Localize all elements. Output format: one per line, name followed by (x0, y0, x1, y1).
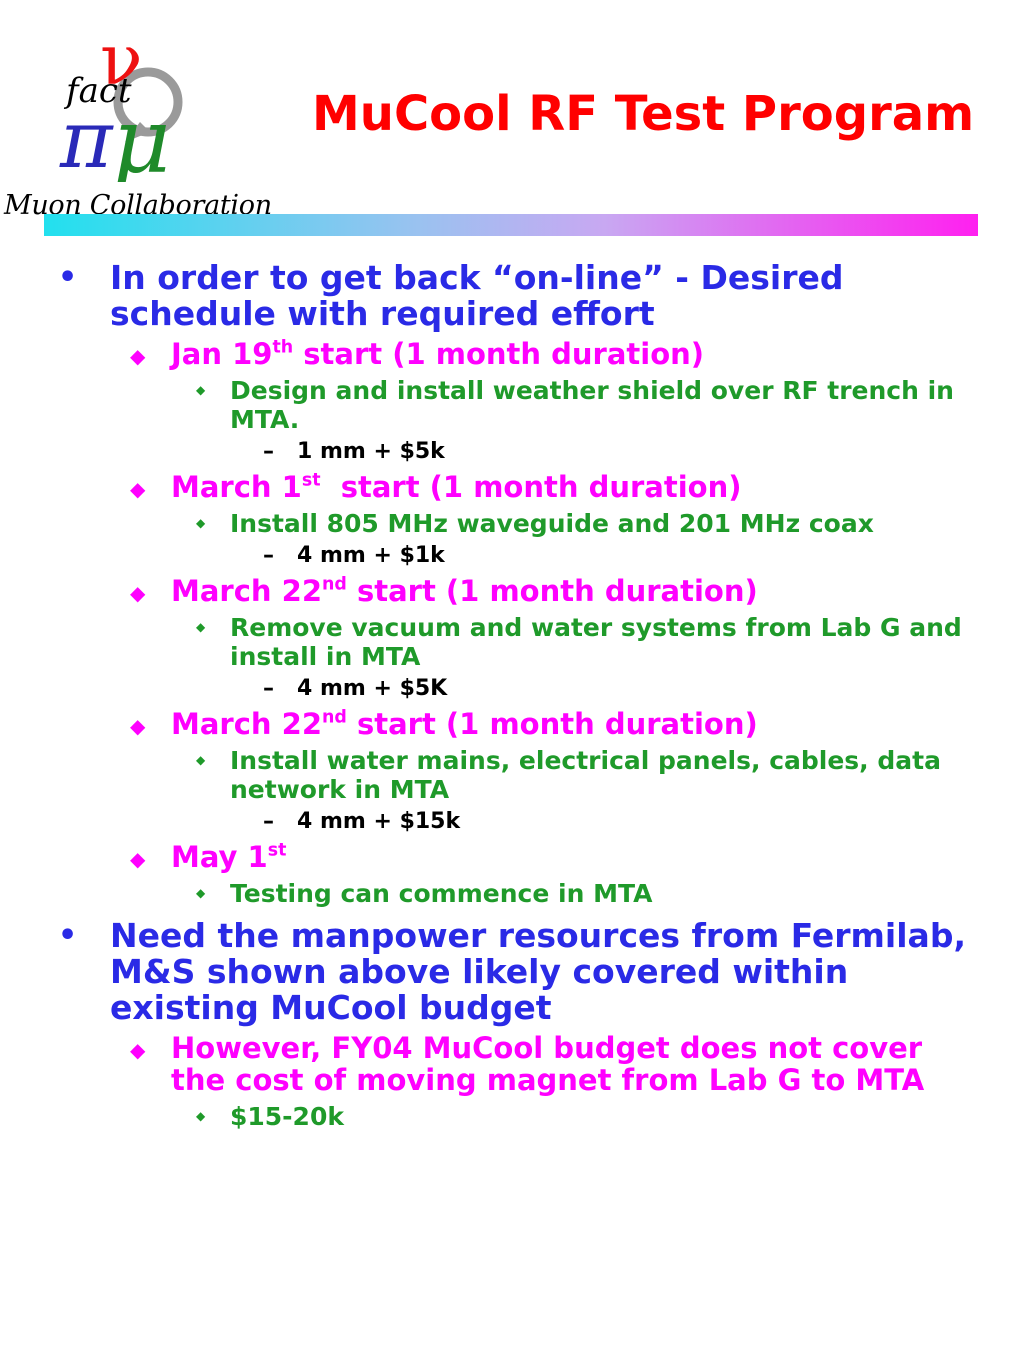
bullet-online-schedule: • In order to get back “on-line” - Desir… (58, 258, 844, 333)
task-water-mains: ◆ Install water mains, electrical panels… (196, 746, 941, 804)
mu-glyph: μ (112, 89, 171, 182)
small-diamond-bullet-icon: ◆ (196, 1109, 206, 1123)
dash-bullet-icon: – (263, 809, 274, 834)
small-diamond-bullet-icon: ◆ (196, 516, 206, 530)
small-diamond-bullet-icon: ◆ (196, 620, 206, 634)
effort-water-mains: – 4 mm + $15k (263, 809, 461, 834)
small-diamond-bullet-icon: ◆ (196, 886, 206, 900)
sub-bullet-march1: ◆ March 1st start (1 month duration) (130, 470, 742, 504)
task-testing: ◆ Testing can commence in MTA (196, 879, 653, 908)
diamond-bullet-icon: ◆ (130, 847, 146, 871)
diamond-bullet-icon: ◆ (130, 477, 146, 501)
effort-waveguide: – 4 mm + $1k (263, 543, 445, 568)
effort-vacuum-water: – 4 mm + $5K (263, 676, 448, 701)
task-magnet-cost: ◆ $15-20k (196, 1102, 344, 1131)
slide-title: MuCool RF Test Program (312, 86, 975, 142)
sub-bullet-fy04-budget: ◆ However, FY04 MuCool budget does not c… (130, 1031, 925, 1097)
diamond-bullet-icon: ◆ (130, 1038, 146, 1062)
bullet-manpower: • Need the manpower resources from Fermi… (58, 916, 966, 1027)
fact-word: fact (63, 71, 132, 111)
gradient-divider (44, 214, 978, 236)
sub-bullet-jan19: ◆ Jan 19th start (1 month duration) (130, 337, 705, 371)
round-bullet-icon: • (58, 918, 78, 953)
round-bullet-icon: • (58, 260, 78, 295)
nu-glyph: ν (100, 22, 143, 101)
sub-bullet-march22-a: ◆ March 22nd start (1 month duration) (130, 574, 758, 608)
dash-bullet-icon: – (263, 676, 274, 701)
task-waveguide: ◆ Install 805 MHz waveguide and 201 MHz … (196, 509, 874, 538)
muon-collaboration-logo: ν fact π μ Muon Collaboration (0, 19, 280, 221)
task-vacuum-water: ◆ Remove vacuum and water systems from L… (196, 613, 962, 671)
sub-bullet-march22-b: ◆ March 22nd start (1 month duration) (130, 707, 758, 741)
small-diamond-bullet-icon: ◆ (196, 383, 206, 397)
dash-bullet-icon: – (263, 439, 274, 464)
dash-bullet-icon: – (263, 543, 274, 568)
small-diamond-bullet-icon: ◆ (196, 753, 206, 767)
diamond-bullet-icon: ◆ (130, 344, 146, 368)
effort-weather-shield: – 1 mm + $5k (263, 439, 445, 464)
sub-bullet-may1: ◆ May 1st (130, 840, 287, 874)
nufact-emblem: ν fact π μ (59, 19, 183, 194)
slide-body: • In order to get back “on-line” - Desir… (0, 258, 1024, 1132)
diamond-bullet-icon: ◆ (130, 581, 146, 605)
pi-glyph: π (59, 93, 114, 182)
diamond-bullet-icon: ◆ (130, 714, 146, 738)
task-weather-shield: ◆ Design and install weather shield over… (196, 376, 954, 434)
